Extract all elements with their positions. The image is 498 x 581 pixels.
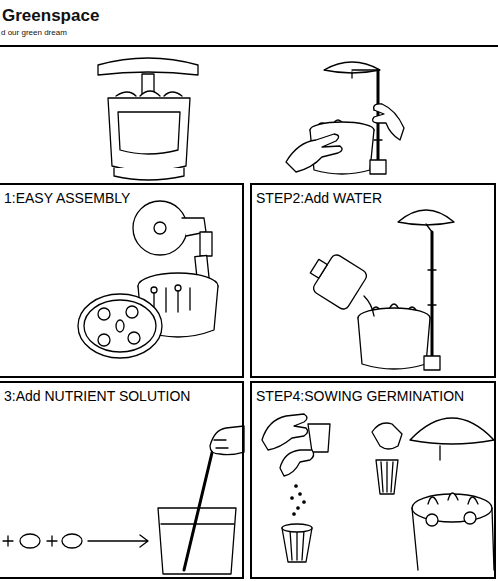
sowing	[295, 485, 297, 487]
nutrient-mixing	[3, 426, 244, 574]
sowing	[297, 507, 299, 509]
exploded-parts	[133, 201, 187, 255]
sowing	[464, 512, 476, 524]
planter-closed	[98, 58, 198, 75]
sowing	[291, 497, 293, 499]
water-filling	[303, 210, 454, 370]
exploded-parts	[154, 222, 166, 234]
step-panel: STEP4:SOWING GERMINATION	[250, 381, 496, 579]
plus-symbol	[3, 536, 13, 546]
sowing	[428, 493, 478, 504]
exploded-parts	[116, 320, 124, 332]
nutrient-mixing	[214, 440, 228, 448]
exploded-parts	[154, 288, 190, 312]
step-panel: 3:Add NUTRIENT SOLUTION	[0, 381, 244, 579]
sowing	[293, 513, 295, 515]
exploded-parts	[78, 201, 218, 358]
water-filling	[358, 318, 430, 369]
planter-open	[374, 139, 382, 140]
sowing	[290, 530, 304, 560]
step-heading: STEP4:SOWING GERMINATION	[252, 383, 468, 405]
exploded-parts	[98, 334, 110, 346]
sowing	[262, 414, 494, 570]
water-filling	[303, 247, 369, 311]
sowing	[299, 493, 301, 495]
sowing	[410, 418, 494, 444]
planter-open	[373, 104, 404, 140]
water-filling	[398, 210, 454, 225]
tagline: d our green dream	[1, 28, 67, 38]
tablet	[20, 534, 40, 548]
exploded-parts	[84, 300, 156, 352]
sowing	[372, 423, 402, 449]
step-heading: STEP2:Add WATER	[252, 185, 386, 207]
sowing	[282, 528, 312, 562]
exploded-parts	[128, 332, 140, 344]
sowing	[262, 414, 308, 450]
step-panel: STEP2:Add WATER	[250, 183, 496, 378]
brand-title: Greenspace	[2, 6, 99, 26]
nutrient-mixing	[161, 523, 234, 524]
sowing	[282, 524, 312, 532]
planter-open	[286, 62, 404, 174]
planter-closed	[114, 168, 184, 180]
exploded-parts	[151, 287, 157, 293]
water-filling	[364, 296, 374, 316]
sowing	[303, 501, 305, 503]
plus-symbol	[47, 536, 57, 546]
nutrient-mixing	[184, 436, 216, 570]
exploded-parts	[126, 306, 138, 318]
nutrient-mixing	[210, 426, 244, 455]
sowing	[412, 508, 494, 570]
step-heading: 1:EASY ASSEMBLY	[0, 185, 134, 207]
header-rule	[0, 45, 498, 47]
step-panel: 1:EASY ASSEMBLY	[0, 183, 244, 378]
sowing	[412, 494, 492, 522]
planter-open	[351, 72, 352, 78]
tablet	[62, 534, 82, 548]
planter-closed	[118, 112, 180, 154]
planter-open	[352, 69, 378, 70]
sowing	[381, 462, 393, 492]
water-filling	[428, 304, 436, 305]
water-filling	[428, 269, 436, 270]
sowing	[280, 450, 314, 476]
water-filling	[310, 259, 327, 278]
sowing	[426, 514, 438, 526]
sowing	[439, 446, 440, 460]
sowing	[376, 460, 398, 494]
arrow	[88, 535, 148, 547]
water-filling	[424, 356, 440, 370]
exploded-parts	[98, 308, 110, 320]
exploded-parts	[200, 232, 212, 256]
exploded-parts	[175, 285, 181, 291]
planter-open	[370, 160, 386, 174]
step-heading: 3:Add NUTRIENT SOLUTION	[0, 383, 194, 405]
planter-closed	[116, 91, 182, 96]
planter-closed	[98, 58, 198, 180]
water-filling	[431, 232, 434, 362]
sowing	[308, 424, 330, 452]
planter-open	[286, 134, 342, 172]
planter-closed	[108, 98, 190, 171]
exploded-parts	[78, 294, 162, 358]
